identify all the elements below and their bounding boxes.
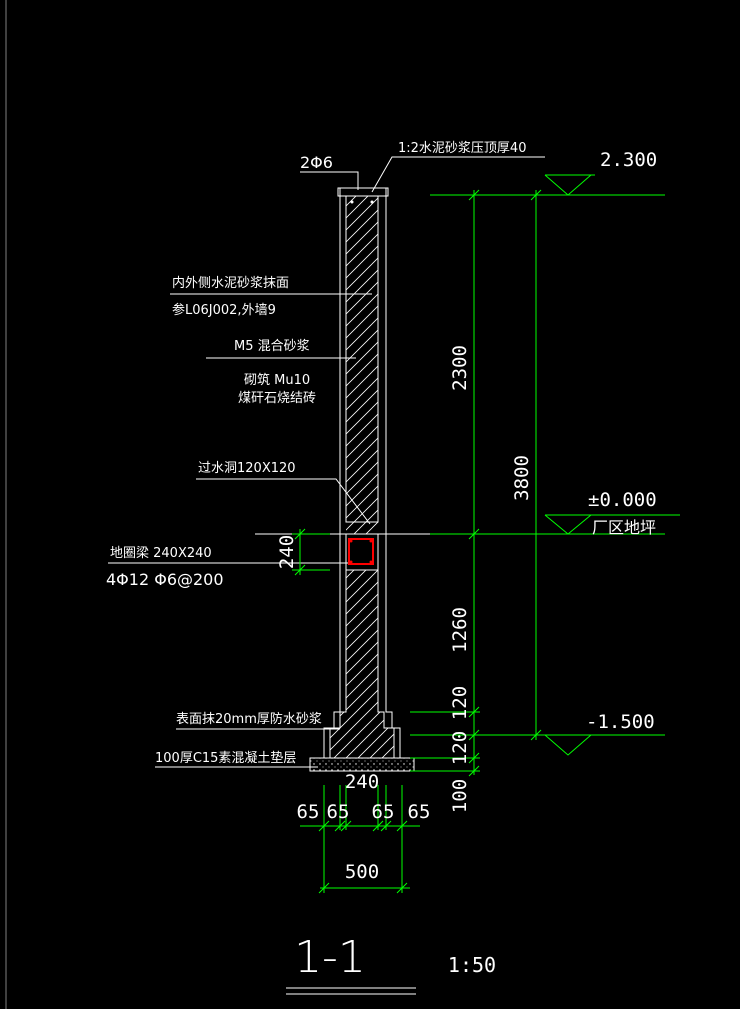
mortar-cap-label: 1:2水泥砂浆压顶厚40	[398, 141, 526, 156]
dim-2300: 2300	[449, 345, 471, 391]
dim-120-a: 120	[449, 686, 471, 720]
ground-beam-label-1: 地圈梁 240X240	[110, 546, 212, 561]
masonry-label-1: 砌筑 Mu10	[244, 372, 310, 388]
rebar-top-label: 2Φ6	[300, 153, 333, 172]
wall-hatch-upper	[345, 195, 379, 523]
wall-cap	[337, 187, 389, 197]
section-title: 1-1	[294, 932, 366, 983]
mortar-label: M5 混合砂浆	[234, 339, 310, 354]
cushion-label: 100厚C15素混凝土垫层	[155, 750, 296, 766]
dim-width-65-c: 65	[372, 801, 395, 823]
dim-1260: 1260	[449, 607, 471, 653]
section-title-block: 1-1 1:50	[286, 932, 496, 995]
concrete-cushion	[309, 757, 415, 772]
drain-hole-label: 过水洞120X120	[198, 461, 296, 476]
dim-100: 100	[449, 779, 471, 813]
dim-width-65-d: 65	[408, 801, 431, 823]
wall-section	[309, 187, 415, 772]
dim-3800: 3800	[511, 455, 533, 501]
ground-beam-rebar	[348, 538, 374, 565]
leader-lines	[108, 156, 545, 768]
dim-width-240: 240	[345, 771, 379, 793]
elevation-zero: ±0.000	[588, 489, 657, 511]
elevation-zero-note: 厂区地坪	[592, 518, 656, 537]
waterproof-label: 表面抹20mm厚防水砂浆	[176, 711, 322, 727]
dimension-lines	[292, 174, 680, 894]
ground-beam-label-2: 4Φ12 Φ6@200	[106, 570, 224, 589]
dim-120-b: 120	[449, 731, 471, 765]
plaster-label-1: 内外侧水泥砂浆抹面	[172, 275, 289, 291]
elevation-bottom: -1.500	[586, 711, 655, 733]
callout-labels: 2Φ6 1:2水泥砂浆压顶厚40 内外侧水泥砂浆抹面 参L06J002,外墙9 …	[106, 141, 526, 766]
plaster-label-2: 参L06J002,外墙9	[172, 302, 276, 318]
dim-width-500: 500	[345, 861, 379, 883]
horizontal-dim-labels: 240 65 65 65 65 500	[297, 771, 431, 883]
dim-width-65-a: 65	[297, 801, 320, 823]
elevation-top: 2.300	[600, 149, 657, 171]
masonry-label-2: 煤矸石烧结砖	[238, 391, 316, 406]
vertical-dim-labels: 2300 3800 240 1260 120 120 100	[276, 345, 533, 813]
section-scale: 1:50	[448, 953, 496, 977]
dim-width-65-b: 65	[327, 801, 350, 823]
elevation-labels: 2.300 ±0.000 厂区地坪 -1.500	[586, 149, 657, 733]
dim-240-beam: 240	[276, 535, 298, 569]
